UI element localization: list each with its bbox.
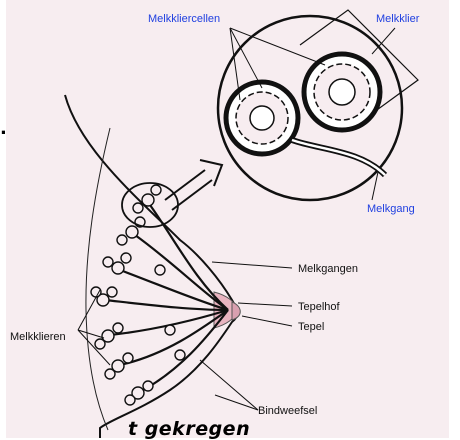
- text-fragment-bottom: t gekregen: [128, 418, 250, 440]
- magnified-lobule-right: [304, 54, 380, 130]
- label-melkgang: Melkgang: [367, 203, 415, 215]
- label-melkkliercellen: Melkkliercellen: [148, 13, 220, 25]
- text-fragment-dot: .: [0, 118, 7, 139]
- chest-wall: [86, 128, 110, 430]
- magnified-lobule-left: [226, 82, 298, 154]
- label-bindweefsel: Bindweefsel: [258, 405, 317, 417]
- label-tepelhof: Tepelhof: [298, 301, 341, 313]
- label-tepel: Tepel: [298, 321, 324, 333]
- label-melkklier: Melkklier: [376, 13, 420, 25]
- zoom-arrow: [165, 160, 222, 210]
- label-melkgangen: Melkgangen: [298, 263, 358, 275]
- tepel-shape: [232, 302, 240, 320]
- label-melkklieren: Melkklieren: [10, 331, 66, 343]
